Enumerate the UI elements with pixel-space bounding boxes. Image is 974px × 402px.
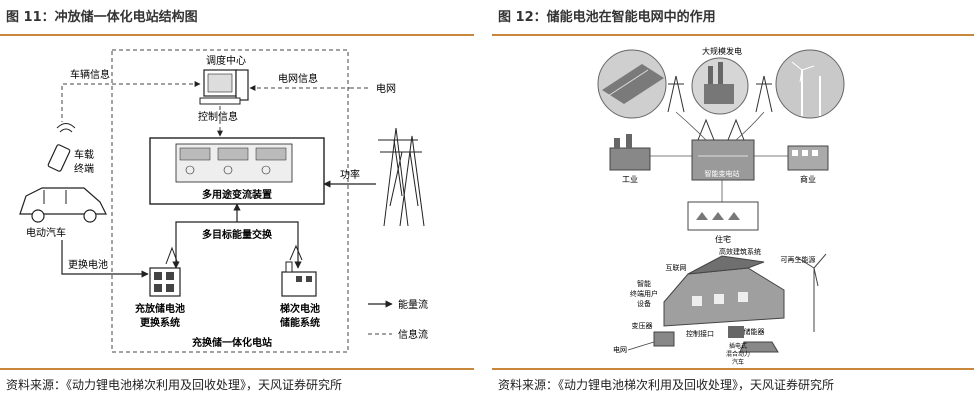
industry-icon <box>609 134 651 171</box>
storage-ev-icon <box>728 326 779 353</box>
charge-swap-cabinet-icon <box>149 246 181 297</box>
figure-12-bottom-rule <box>492 368 974 370</box>
solar-field-icon <box>597 49 667 119</box>
dispatch-center-label: 调度中心 <box>206 54 246 67</box>
swap-battery-line <box>61 240 149 278</box>
residential-houses-icon <box>696 212 740 220</box>
figure-11-title: 图 11：冲放储一体化电站结构图 <box>6 10 198 25</box>
grid-feed-line <box>627 341 655 351</box>
grid-label: 电网 <box>376 82 396 95</box>
legend-info-label: 信息流 <box>398 328 428 341</box>
legend-energy-label: 能量流 <box>398 298 428 311</box>
transformer-icon <box>653 331 675 347</box>
figure-11-diagram: 调度中心 车辆信息 电网信息 电网 控制信息 多用途变流装置 功率 <box>19 49 428 353</box>
smart-terminal-label-2: 终端用户 <box>630 289 658 298</box>
commerce-icon <box>787 145 829 171</box>
smart-building-icon <box>663 255 785 327</box>
figure-11-top-rule <box>0 34 474 36</box>
power-label: 功率 <box>340 168 360 181</box>
figure-12-top-rule <box>492 34 974 36</box>
vehicle-terminal-label-2: 终端 <box>74 162 94 175</box>
cascade-label-2: 储能系统 <box>279 316 320 329</box>
industry-label: 工业 <box>622 174 638 184</box>
cascade-label-1: 梯次电池 <box>280 302 320 315</box>
charge-swap-label-1: 充放储电池 <box>135 302 185 315</box>
grid-label-right: 电网 <box>613 345 627 354</box>
ev-storage-label-3: 汽车 <box>732 358 744 366</box>
figure-11-bottom-rule <box>0 368 474 370</box>
figure-12-diagram: 大规模发电 工业 智能变电站 <box>597 46 845 366</box>
control-interface-label: 控制接口 <box>686 329 714 338</box>
exchange-branches <box>172 221 302 269</box>
station-boundary <box>111 49 349 353</box>
transmission-tower-icon <box>378 127 425 227</box>
efficient-building-label: 高效建筑系统 <box>719 247 761 256</box>
internet-label: 互联网 <box>666 263 687 272</box>
smart-terminal-label-3: 设备 <box>637 299 651 308</box>
residential-frame <box>687 201 759 231</box>
grid-info-label: 电网信息 <box>278 72 318 85</box>
control-info-label: 控制信息 <box>198 110 238 123</box>
dispatch-computer-icon <box>199 69 249 105</box>
top-towers-icon <box>667 75 773 113</box>
ev-car-icon <box>19 187 107 223</box>
figure-12-panel: 图 12：储能电池在智能电网中的作用 大规模发电 <box>492 0 974 402</box>
ev-storage-label-2: 混合动力 <box>726 350 750 358</box>
smart-terminal-label-1: 智能 <box>637 279 651 288</box>
commerce-label: 商业 <box>800 174 816 184</box>
vehicle-terminal-label-1: 车载 <box>74 148 94 161</box>
swap-battery-label: 更换电池 <box>68 258 108 271</box>
grid-wires <box>650 111 788 202</box>
vehicle-info-line <box>61 81 201 122</box>
transformer-label: 变压器 <box>632 321 653 330</box>
power-plant-icon <box>691 57 749 115</box>
figure-11-source: 资料来源：《动力锂电池梯次利用及回收处理》，天风证券研究所 <box>6 378 343 392</box>
wind-turbine-icon <box>797 253 827 332</box>
substation-icon <box>691 118 755 181</box>
residential-label: 住宅 <box>715 234 731 244</box>
substation-label: 智能变电站 <box>705 169 740 178</box>
vehicle-terminal-icon <box>47 123 76 172</box>
ev-label: 电动汽车 <box>26 226 66 239</box>
vehicle-info-label: 车辆信息 <box>70 68 110 81</box>
figure-12-source: 资料来源：《动力锂电池梯次利用及回收处理》，天风证券研究所 <box>498 378 835 392</box>
figure-12-title: 图 12：储能电池在智能电网中的作用 <box>498 10 716 25</box>
ev-storage-label-1: 插电式 <box>729 342 747 350</box>
renewable-label: 可再生能源 <box>781 255 816 264</box>
large-plant-label: 大规模发电 <box>702 46 742 56</box>
exchange-label: 多目标能量交换 <box>202 228 273 241</box>
charge-swap-label-2: 更换系统 <box>140 316 180 329</box>
cascade-storage-icon <box>281 244 317 297</box>
converter-cabinet-icon <box>175 143 293 183</box>
storage-label: 储能器 <box>744 327 765 336</box>
wind-farm-icon <box>775 49 845 119</box>
converter-label: 多用途变流装置 <box>202 188 272 201</box>
station-name-label: 充换储一体化电站 <box>192 336 272 349</box>
figure-11-panel: 图 11：冲放储一体化电站结构图 调度中心 车辆信息 电网信息 电网 控制信息 <box>0 0 474 402</box>
